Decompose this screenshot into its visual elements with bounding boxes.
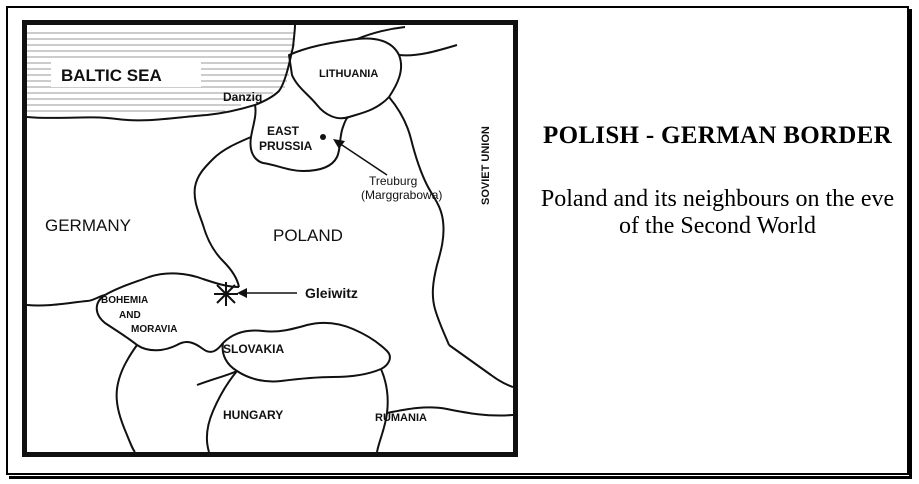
label-germany: GERMANY: [45, 216, 131, 235]
map-svg: BALTIC SEA Danzig LITHUANIA EAST PRUSSIA…: [27, 25, 513, 452]
label-marggrabowa: (Marggrabowa): [361, 188, 442, 202]
map-panel: BALTIC SEA Danzig LITHUANIA EAST PRUSSIA…: [22, 20, 518, 457]
gleiwitz-arrow-head: [237, 288, 247, 298]
label-bohemia: BOHEMIA: [101, 295, 148, 306]
gleiwitz-explosion-star-icon: [214, 282, 238, 306]
label-danzig: Danzig: [223, 90, 262, 104]
label-poland: POLAND: [273, 226, 343, 245]
label-soviet-union: SOVIET UNION: [480, 126, 492, 205]
label-rumania: RUMANIA: [375, 412, 427, 424]
label-moravia: MORAVIA: [131, 324, 177, 335]
treuburg-dot-icon: [320, 134, 326, 140]
treuburg-arrow-head: [333, 139, 345, 149]
label-baltic-sea: BALTIC SEA: [61, 66, 162, 85]
label-east-prussia-line1: EAST: [267, 124, 300, 138]
frame-shadow-right: [909, 9, 912, 479]
label-treuburg: Treuburg: [369, 174, 417, 188]
label-east-prussia-line2: PRUSSIA: [259, 139, 313, 153]
label-slovakia: SLOVAKIA: [223, 342, 284, 356]
country-borders: [27, 26, 513, 452]
label-and: AND: [119, 310, 141, 321]
caption-title: POLISH - GERMAN BORDER: [543, 122, 892, 149]
label-lithuania: LITHUANIA: [319, 68, 378, 80]
frame-shadow-bottom: [9, 476, 910, 479]
baltic-coastline: [27, 25, 296, 122]
label-hungary: HUNGARY: [223, 408, 283, 422]
label-gleiwitz: Gleiwitz: [305, 285, 358, 301]
caption-description: Poland and its neighbours on the eve of …: [540, 186, 895, 239]
treuburg-arrow: [338, 142, 388, 176]
baltic-sea-label-box: [51, 59, 201, 87]
caption-panel: POLISH - GERMAN BORDER Poland and its ne…: [540, 120, 895, 240]
